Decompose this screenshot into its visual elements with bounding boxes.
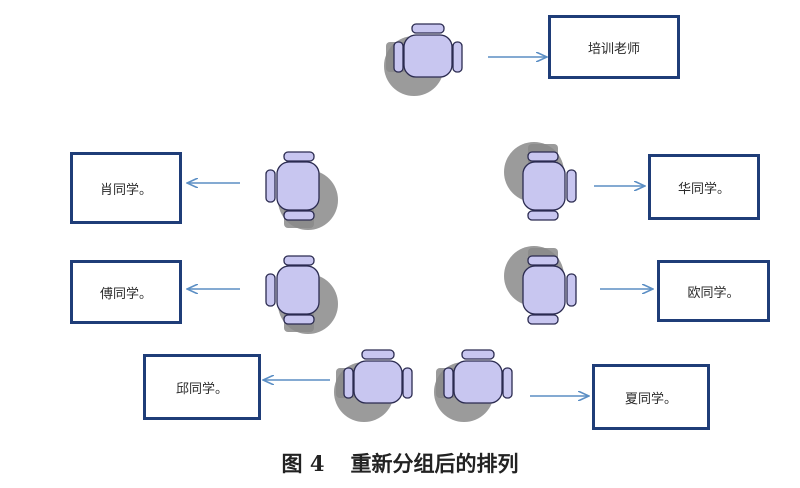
figure-number: 图 4 [281,451,325,476]
student-fu-label: 傅同学。 [99,286,152,302]
teacher-label-box: 培训老师 [548,15,680,79]
student-qiu-label: 邱同学。 [175,381,228,397]
teacher-label: 培训老师 [587,41,640,57]
student-xia-box: 夏同学。 [592,364,710,430]
chair-fu [265,255,338,334]
chair-hua [504,142,577,221]
chair-xiao [265,151,338,230]
student-hua-box: 华同学。 [648,154,760,220]
student-xiao-box: 肖同学。 [70,152,182,224]
student-fu-box: 傅同学。 [70,260,182,324]
student-ou-label: 欧同学。 [687,285,740,301]
diagram-canvas [0,23,800,422]
chair-ou [504,246,577,325]
student-xia-label: 夏同学。 [624,391,677,407]
figure-caption: 图 4 重新分组后的排列 [0,448,800,478]
teacher-chair [384,23,463,96]
student-qiu-box: 邱同学。 [143,354,261,420]
student-xiao-label: 肖同学。 [99,182,152,198]
student-hua-label: 华同学。 [677,181,730,197]
figure-title: 重新分组后的排列 [350,451,519,476]
chair-xia [434,349,513,422]
chair-qiu [334,349,413,422]
student-ou-box: 欧同学。 [657,260,770,322]
